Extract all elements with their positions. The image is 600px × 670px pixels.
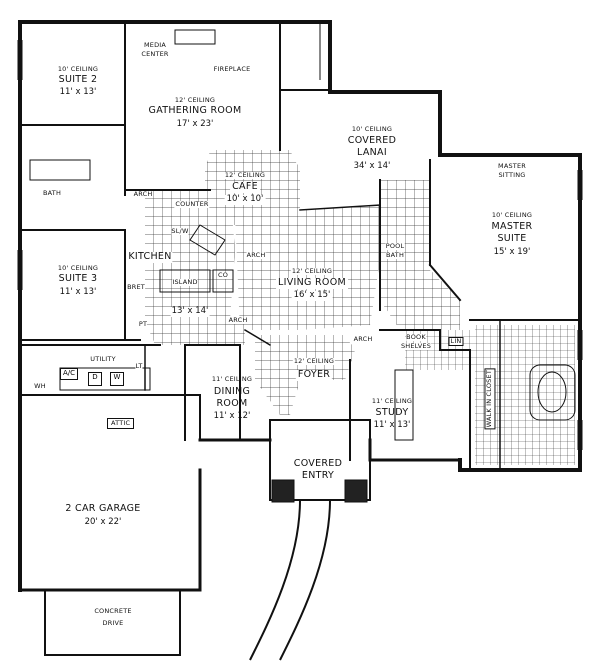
arch-label-cafe: ARCH <box>133 190 153 199</box>
fireplace <box>174 29 216 45</box>
suite2-ceiling: 10' CEILING <box>57 65 99 73</box>
master-sitting-label-1: MASTER <box>498 162 526 170</box>
tile-floor-areas <box>145 150 575 465</box>
windows <box>17 20 583 450</box>
arch-label-living: ARCH <box>246 251 266 260</box>
co-label: CO <box>217 271 229 280</box>
media-center-label-2: CENTER <box>141 50 169 58</box>
lower-hall-tile <box>145 320 245 345</box>
living-name: LIVING ROOM <box>276 277 348 289</box>
suite2-name: SUITE 2 <box>58 74 98 85</box>
study-dims: 11' x 13' <box>373 420 411 430</box>
study-ceiling: 11' CEILING <box>371 397 413 405</box>
book-shelves-label-1: BOOK <box>406 333 426 342</box>
dining-dims: 11' x 12' <box>213 411 251 421</box>
dining-ceiling: 11' CEILING <box>211 375 253 383</box>
cafe-ceiling: 12' CEILING <box>223 171 267 180</box>
kitchen-island <box>159 269 211 293</box>
gathering-ceiling: 12' CEILING <box>174 96 216 104</box>
lanai-name-1: COVERED <box>347 135 397 146</box>
foyer-name: FOYER <box>295 369 333 381</box>
master-sitting-label-2: SITTING <box>498 171 526 179</box>
study-name: STUDY <box>375 407 409 418</box>
drive-label-2: DRIVE <box>102 619 124 627</box>
gathering-name: GATHERING ROOM <box>148 105 242 116</box>
driveway <box>44 499 331 661</box>
master-name-2: SUITE <box>497 233 527 244</box>
entry-name-2: ENTRY <box>301 470 335 481</box>
suite3-ceiling: 10' CEILING <box>57 264 99 272</box>
lanai-ceiling: 10' CEILING <box>351 125 393 133</box>
garage-dims: 20' x 22' <box>84 517 122 527</box>
wh-label: WH <box>34 382 46 391</box>
book-shelves-label-2: SHELVES <box>400 342 432 351</box>
master-name-1: MASTER <box>491 221 533 232</box>
dining-name-1: DINING <box>213 386 251 397</box>
arch-label-nook: ARCH <box>228 316 248 325</box>
lanai-column-1 <box>271 479 295 503</box>
walls <box>18 20 582 592</box>
master-dims: 15' x 19' <box>493 247 531 257</box>
cafe-dims: 10' x 10' <box>224 194 266 205</box>
island-label: ISLAND <box>172 278 198 287</box>
master-tub <box>529 364 576 421</box>
cafe-name: CAFE <box>230 181 260 193</box>
gathering-dims: 17' x 23' <box>176 119 214 129</box>
media-center-label-1: MEDIA <box>143 41 167 49</box>
utility-label: UTILITY <box>90 355 116 364</box>
nook-dims: 13' x 14' <box>170 306 210 317</box>
lanai-name-2: LANAI <box>357 147 387 158</box>
suite2-dims: 11' x 13' <box>59 87 97 97</box>
dining-name-2: ROOM <box>216 398 248 409</box>
fireplace-label: FIREPLACE <box>213 65 251 73</box>
suite3-dims: 11' x 13' <box>59 287 97 297</box>
dryer-label: D <box>88 372 102 386</box>
ac-label: A/C <box>60 368 78 380</box>
bath-label: BATH <box>42 189 62 198</box>
counter-label: COUNTER <box>174 200 210 209</box>
closet-rods <box>394 369 414 441</box>
suite3-name: SUITE 3 <box>58 273 98 284</box>
washer-label: W <box>110 372 124 386</box>
bret-label: BRET <box>127 283 145 292</box>
pantry-co <box>212 269 234 293</box>
lanai-column-2 <box>344 479 368 503</box>
slw-label: SL/W <box>171 227 189 236</box>
kitchen-counter-angled <box>189 224 226 256</box>
living-ceiling: 12' CEILING <box>290 267 334 276</box>
master-ceiling: 10' CEILING <box>491 211 533 219</box>
living-dims: 16' x 15' <box>291 290 333 301</box>
foyer-ceiling: 12' CEILING <box>292 357 336 366</box>
arch-label-study: ARCH <box>353 335 373 344</box>
living-tile <box>235 205 380 330</box>
kitchen-label: KITCHEN <box>127 251 173 263</box>
pool-bath-label-2: BATH <box>385 251 405 260</box>
pt-label: PT <box>138 320 148 329</box>
garage-name: 2 CAR GARAGE <box>65 503 141 514</box>
drive-label-1: CONCRETE <box>94 607 132 615</box>
lt-label: LT <box>135 362 143 371</box>
entry-name-1: COVERED <box>293 458 343 469</box>
lin-label: LIN <box>448 337 464 347</box>
bath-tub <box>29 159 91 181</box>
lanai-dims: 34' x 14' <box>353 161 391 171</box>
hall-tile <box>380 180 460 330</box>
walk-in-closet-label: WALK IN CLOSET <box>484 368 496 430</box>
pool-bath-label-1: POOL <box>385 242 405 251</box>
attic-label: ATTIC <box>107 418 135 430</box>
